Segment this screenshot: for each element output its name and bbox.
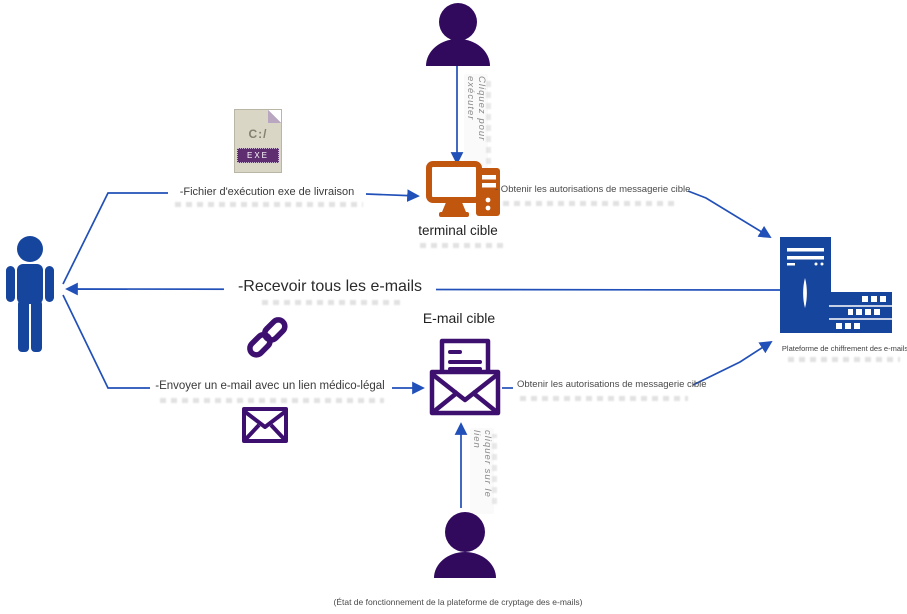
email-target-icon	[429, 338, 501, 416]
bottom-user-icon	[434, 512, 496, 578]
ghost-text	[520, 396, 688, 401]
ghost-text	[486, 80, 491, 164]
obtain-permissions-bottom-label: Obtenir les autorisations de messagerie …	[517, 379, 707, 390]
exe-file-drive-label: C:/	[248, 127, 268, 141]
terminal-icon	[426, 161, 500, 217]
top-user-icon	[426, 3, 490, 66]
ghost-text	[262, 300, 404, 305]
diagram-caption: (État de fonctionnement de la plateforme…	[333, 597, 583, 607]
deliver-exe-label: -Fichier d'exécution exe de livraison	[179, 186, 355, 198]
obtain-permissions-top-label: - Obtenir les autorisations de messageri…	[495, 184, 691, 195]
ghost-text	[788, 357, 900, 362]
exe-file-badge: EXE	[237, 148, 279, 163]
closed-envelope-icon	[242, 407, 288, 443]
ghost-text	[420, 243, 506, 248]
receive-emails-label: -Recevoir tous les e-mails	[223, 278, 437, 296]
terminal-label: terminal cible	[418, 223, 498, 238]
email-target-label: E-mail cible	[422, 310, 496, 326]
click-link-label: cliquer sur le lien	[470, 428, 494, 514]
link-icon	[247, 317, 288, 358]
ghost-text	[492, 434, 497, 504]
ghost-text	[160, 398, 384, 403]
platform-server-icon	[780, 237, 892, 333]
platform-label: Plateforme de chiffrement des e-mails	[781, 344, 907, 353]
click-execute-label: Cliquez pour exécuter	[464, 74, 488, 174]
send-link-label: -Envoyer un e-mail avec un lien médico-l…	[155, 380, 385, 392]
folded-corner	[268, 110, 281, 123]
ghost-text	[175, 202, 363, 207]
attacker-icon	[6, 236, 54, 352]
ghost-text	[503, 201, 675, 206]
exe-file-icon: C:/ EXE	[234, 109, 282, 173]
